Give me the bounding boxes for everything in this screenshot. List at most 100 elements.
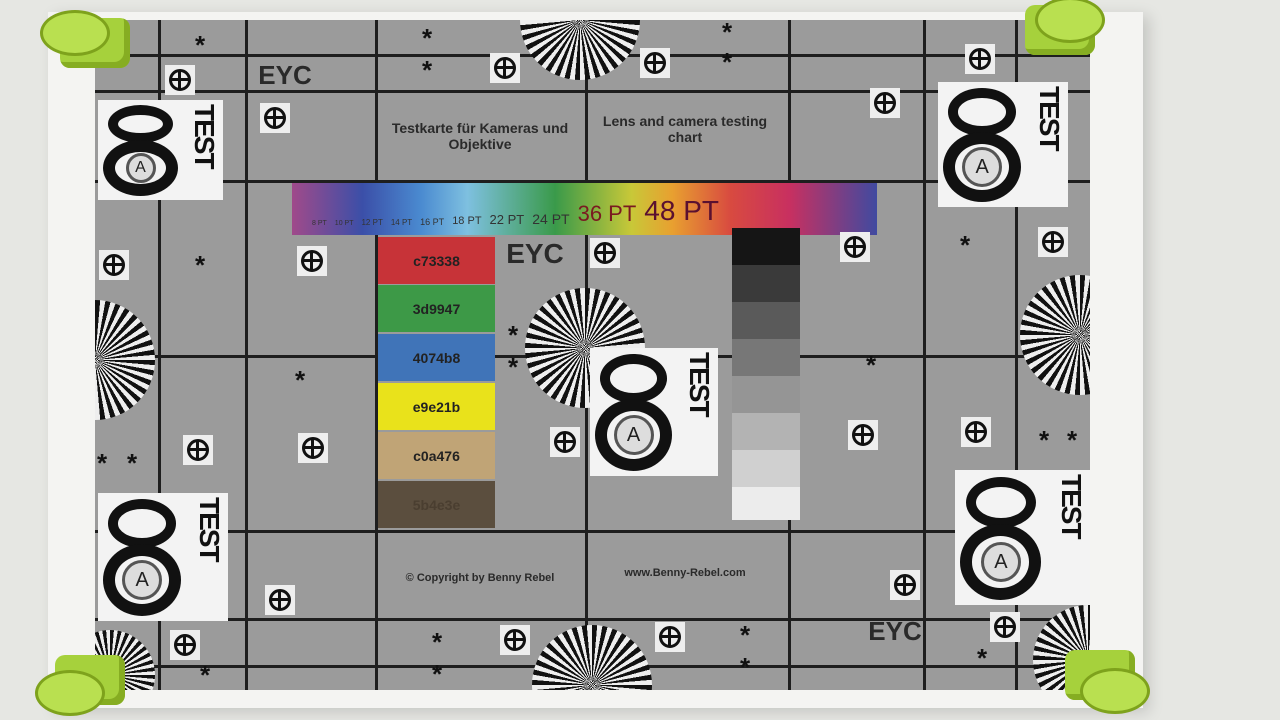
pt-label: 24 PT (532, 211, 570, 227)
point-size-bar: 8 PT 10 PT 12 PT 14 PT 16 PT 18 PT 22 PT… (292, 183, 877, 235)
logo-eight-top-ring (108, 105, 173, 143)
test-logo: A TEST (98, 493, 228, 621)
pt-label: 12 PT (361, 218, 383, 227)
crosshair-target (183, 435, 213, 465)
crosshair-target (840, 232, 870, 262)
crosshair-target (165, 65, 195, 95)
logo-test: TEST (194, 497, 225, 561)
crosshair-target (170, 630, 200, 660)
grid-line (95, 180, 1090, 183)
logo-a: A (125, 153, 156, 183)
logo-test: TEST (1056, 474, 1087, 538)
star-mark: * (740, 620, 751, 650)
title-english: Lens and camera testing chart (602, 113, 768, 145)
logo-a: A (980, 541, 1021, 582)
logo-eight-bottom-ring: A (595, 399, 672, 471)
gray-step (732, 265, 800, 302)
siemens-star (520, 20, 640, 80)
star-mark: * (1039, 425, 1050, 455)
star-mark: * (508, 352, 519, 382)
grid-line (95, 618, 1090, 621)
star-mark: * (960, 230, 971, 260)
gray-step (732, 487, 800, 520)
crosshair-target (870, 88, 900, 118)
pt-label: 8 PT (312, 220, 327, 227)
crosshair-target (1038, 227, 1068, 257)
crosshair-target (490, 53, 520, 83)
logo-a: A (613, 415, 654, 456)
pt-label: 10 PT (334, 220, 354, 227)
star-mark: * (200, 660, 211, 690)
crosshair-target (848, 420, 878, 450)
logo-test: TEST (189, 104, 220, 168)
crosshair-target (640, 48, 670, 78)
crosshair-target (655, 622, 685, 652)
corner-clip (35, 655, 125, 716)
website-text: www.Benny-Rebel.com (624, 567, 746, 579)
star-mark: * (977, 643, 988, 673)
pt-label: 36 PT (577, 201, 637, 226)
star-mark: * (740, 652, 751, 682)
gray-step (732, 302, 800, 339)
gray-step (732, 413, 800, 450)
test-logo: A TEST (590, 348, 718, 476)
logo-test: TEST (684, 352, 715, 416)
star-mark: * (422, 55, 433, 85)
logo-eight-bottom-ring: A (960, 524, 1042, 600)
corner-clip (1065, 650, 1150, 714)
gray-step (732, 450, 800, 487)
color-swatch-green: 3d9947 (378, 285, 495, 332)
title-german: Testkarte für Kameras und Objektive (391, 120, 569, 152)
color-swatch-blue: 4074b8 (378, 334, 495, 381)
pt-label: 18 PT (452, 215, 482, 227)
crosshair-target (550, 427, 580, 457)
star-mark: * (422, 23, 433, 53)
crosshair-target (99, 250, 129, 280)
logo-a: A (962, 147, 1003, 187)
copyright-text: © Copyright by Benny Rebel (405, 572, 555, 584)
logo-eight-top-ring (600, 354, 667, 404)
star-mark: * (722, 20, 733, 47)
corner-clip (40, 10, 130, 68)
logo-test: TEST (1034, 86, 1065, 150)
pt-label: 14 PT (390, 218, 413, 227)
logo-eight-bottom-ring: A (103, 544, 182, 616)
eyc-label: EYC (506, 238, 564, 269)
gray-step (732, 339, 800, 376)
logo-eight-top-ring (965, 476, 1036, 529)
eyc-label: EYC (868, 616, 922, 646)
gray-step (732, 228, 800, 265)
color-swatch-red: c73338 (378, 237, 495, 284)
pt-label: 16 PT (420, 217, 445, 227)
gray-step (732, 376, 800, 413)
grid-line (95, 90, 1090, 93)
logo-eight-bottom-ring: A (943, 132, 1022, 202)
pt-label: 48 PT (644, 195, 719, 226)
crosshair-target (298, 433, 328, 463)
star-mark: * (432, 627, 443, 657)
logo-eight-top-ring (948, 88, 1016, 136)
crosshair-target (260, 103, 290, 133)
siemens-star (1020, 275, 1090, 395)
test-chart: EYC EYC EYC Testkarte für Kameras und Ob… (95, 20, 1090, 690)
logo-eight-top-ring (108, 499, 176, 549)
color-swatch-tan: c0a476 (378, 432, 495, 479)
grid-line (95, 530, 1090, 533)
logo-a: A (122, 560, 163, 601)
color-swatch-brown: 5b4e3e (378, 481, 495, 528)
crosshair-target (500, 625, 530, 655)
star-mark: * (97, 448, 108, 478)
star-mark: * (432, 659, 443, 689)
test-logo: A TEST (955, 470, 1090, 605)
star-mark: * (127, 448, 138, 478)
star-mark: * (195, 30, 206, 60)
star-mark: * (1067, 425, 1078, 455)
siemens-star (95, 300, 155, 420)
star-mark: * (866, 350, 877, 380)
test-logo: A TEST (98, 100, 223, 200)
crosshair-target (590, 238, 620, 268)
siemens-star (532, 625, 652, 690)
star-mark: * (722, 47, 733, 77)
crosshair-target (965, 44, 995, 74)
test-logo: A TEST (938, 82, 1068, 207)
